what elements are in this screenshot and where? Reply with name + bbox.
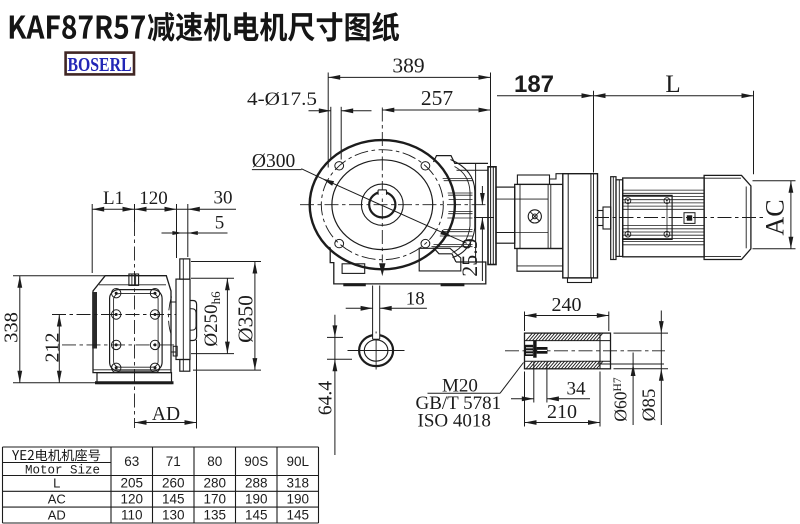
svg-text:Ø250h6: Ø250h6 — [201, 291, 223, 347]
svg-text:AD: AD — [152, 404, 180, 425]
svg-text:30: 30 — [214, 188, 233, 209]
svg-text:120: 120 — [139, 188, 168, 209]
svg-text:90S: 90S — [244, 454, 268, 469]
svg-text:135: 135 — [203, 507, 226, 522]
svg-text:AC: AC — [761, 199, 790, 235]
svg-text:Motor Size: Motor Size — [25, 464, 100, 478]
svg-text:389: 389 — [392, 54, 424, 78]
svg-text:280: 280 — [203, 476, 226, 491]
svg-text:BOSERL: BOSERL — [68, 54, 132, 76]
svg-text:120: 120 — [120, 492, 143, 507]
svg-text:210: 210 — [547, 401, 577, 423]
svg-text:288: 288 — [245, 476, 268, 491]
svg-text:5: 5 — [215, 213, 225, 234]
svg-text:145: 145 — [245, 507, 268, 522]
svg-text:AD: AD — [48, 507, 66, 522]
svg-text:GB/T 5781: GB/T 5781 — [416, 393, 502, 414]
svg-text:190: 190 — [286, 492, 309, 507]
svg-text:64.4: 64.4 — [316, 381, 337, 415]
svg-text:80: 80 — [207, 454, 222, 469]
svg-text:ISO 4018: ISO 4018 — [418, 411, 491, 432]
svg-text:25.9: 25.9 — [457, 238, 482, 277]
svg-text:L1: L1 — [103, 188, 124, 209]
svg-text:63: 63 — [124, 454, 139, 469]
svg-text:212: 212 — [42, 333, 64, 363]
svg-text:145: 145 — [162, 492, 185, 507]
svg-text:L: L — [665, 71, 680, 98]
svg-text:190: 190 — [245, 492, 268, 507]
svg-text:L: L — [53, 476, 60, 491]
svg-text:257: 257 — [421, 86, 454, 110]
svg-text:110: 110 — [121, 507, 143, 522]
svg-text:4-Ø17.5: 4-Ø17.5 — [247, 90, 317, 110]
svg-text:18: 18 — [406, 288, 425, 309]
svg-text:240: 240 — [552, 294, 582, 316]
svg-text:Ø85: Ø85 — [639, 389, 660, 422]
svg-text:34: 34 — [567, 378, 587, 399]
svg-text:205: 205 — [120, 476, 143, 491]
svg-text:Ø300: Ø300 — [252, 151, 295, 172]
svg-text:90L: 90L — [286, 454, 309, 469]
svg-text:130: 130 — [162, 507, 185, 522]
svg-text:187: 187 — [514, 71, 554, 98]
svg-text:260: 260 — [162, 476, 185, 491]
svg-text:AC: AC — [48, 492, 66, 507]
svg-text:318: 318 — [286, 476, 309, 491]
svg-text:338: 338 — [1, 312, 23, 343]
svg-text:Ø350: Ø350 — [234, 295, 258, 343]
svg-text:M20: M20 — [442, 375, 478, 396]
svg-text:170: 170 — [203, 492, 226, 507]
svg-text:71: 71 — [166, 454, 181, 469]
svg-text:145: 145 — [286, 507, 309, 522]
